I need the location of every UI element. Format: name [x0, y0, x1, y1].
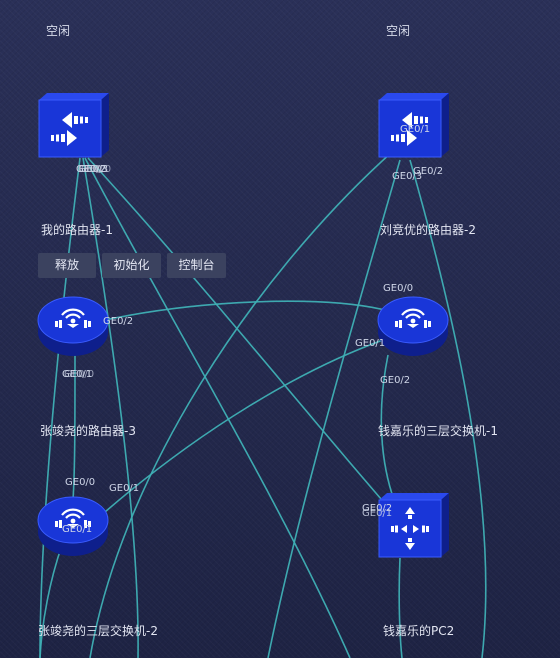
router1-port-ge0-3: GE0/3	[78, 164, 109, 175]
link-router1-down-right[interactable]	[84, 157, 351, 658]
pc2-port-ge0-2: GE0/2	[362, 503, 393, 514]
router2-port-ge0-3: GE0/3	[392, 171, 423, 182]
router1-port-ge0-1: GE0/1	[79, 164, 110, 175]
link-router3-switch2[interactable]	[72, 354, 76, 501]
router-arrows-icon	[378, 93, 449, 158]
switch1-port-ge0-2: GE0/2	[380, 375, 411, 386]
wifi-router-icon	[37, 496, 109, 556]
release-button[interactable]: 释放	[38, 253, 96, 278]
pc2-port-ge0-1: GE0/1	[362, 508, 393, 519]
router1-port-ge0-2: GE0/2	[76, 164, 107, 175]
router3-port-ge0-1: GE0/1	[62, 369, 93, 380]
init-button[interactable]: 初始化	[102, 253, 161, 278]
wifi-router-icon	[37, 296, 109, 356]
switch1-device[interactable]	[377, 296, 449, 362]
switch1-port-ge0-1: GE0/1	[355, 338, 386, 349]
wifi-router-icon	[377, 296, 449, 356]
switch-cross-arrows-icon	[378, 493, 449, 558]
switch2-name: 张竣尧的三层交换机-2	[38, 624, 158, 638]
pc2-name: 钱嘉乐的PC2	[383, 624, 455, 638]
console-button[interactable]: 控制台	[167, 253, 226, 278]
router2-status: 空闲	[386, 24, 411, 38]
router2-port-ge0-1: GE0/1	[400, 124, 431, 135]
link-router2-down[interactable]	[267, 159, 401, 658]
router3-port-ge0-0: GE0/0	[64, 369, 95, 380]
router3-name: 张竣尧的路由器-3	[40, 424, 136, 438]
switch2-port-ge0-1: GE0/1	[109, 483, 140, 494]
link-router1-pc2[interactable]	[87, 157, 396, 516]
link-switch2-switch1[interactable]	[104, 339, 384, 513]
router2-port-ge0-2: GE0/2	[413, 166, 444, 177]
router1-port-ge0-0: GE0/0	[81, 164, 112, 175]
link-router1-bottom[interactable]	[82, 157, 139, 658]
router2-name: 刘竞优的路由器-2	[380, 223, 476, 237]
switch1-name: 钱嘉乐的三层交换机-1	[378, 424, 498, 438]
router3-device[interactable]	[37, 296, 109, 362]
switch2-device[interactable]	[37, 496, 109, 562]
link-router1-bottom-left[interactable]	[39, 157, 81, 658]
switch2-port-ge0-1-lower: GE0/1	[62, 524, 93, 535]
link-router3-switch1[interactable]	[104, 300, 386, 321]
router-arrows-icon	[38, 93, 109, 158]
link-router2-right[interactable]	[409, 159, 487, 658]
pc2-device[interactable]	[377, 492, 449, 558]
link-switch2-bottom[interactable]	[39, 544, 63, 658]
router2-device[interactable]	[377, 92, 449, 158]
link-router2-switch2[interactable]	[89, 151, 393, 658]
router1-device[interactable]	[37, 92, 109, 158]
router3-port-ge0-2: GE0/2	[103, 316, 134, 327]
router1-status: 空闲	[46, 24, 71, 38]
switch2-port-ge0-0: GE0/0	[65, 477, 96, 488]
switch1-port-ge0-0: GE0/0	[383, 283, 414, 294]
link-pc2-bottom[interactable]	[398, 557, 403, 658]
router1-name: 我的路由器-1	[41, 223, 113, 237]
